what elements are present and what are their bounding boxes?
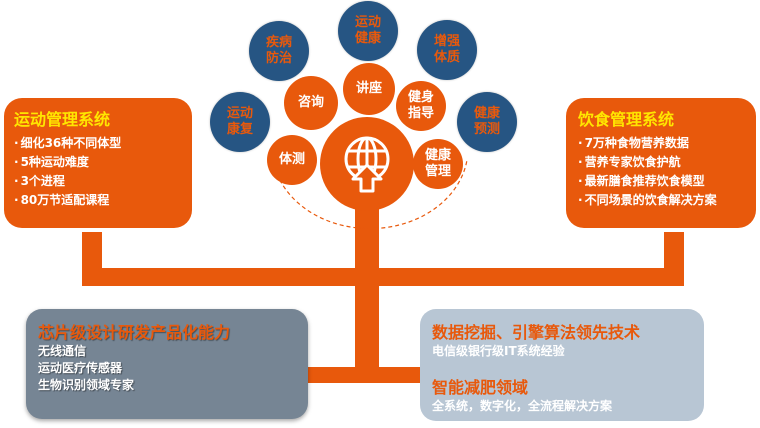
inner-circle-consulting: 咨询 (284, 76, 338, 130)
inner-circle-fitness-guidance: 健身指导 (396, 81, 446, 131)
outer-circle-health-prediction: 健康预测 (457, 92, 517, 152)
chip-design-line: 生物识别领域专家 (38, 378, 135, 392)
data-mining-title: 数据挖掘、引擎算法领先技术 (432, 323, 641, 342)
exercise-item: 80万节适配课程 (14, 191, 182, 210)
exercise-management-panel: 运动管理系统 细化36种不同体型 5种运动难度 3个进程 80万节适配课程 (4, 98, 192, 228)
bottom-branch (300, 367, 442, 383)
center-circle (320, 117, 414, 211)
trunk (355, 200, 379, 378)
right-connector (664, 232, 684, 286)
diet-item: 营养专家饮食护航 (578, 153, 744, 172)
left-connector (82, 232, 102, 286)
diet-item: 最新膳食推荐饮食模型 (578, 172, 744, 191)
smart-weightloss-title: 智能减肥领域 (432, 378, 529, 397)
chip-design-title: 芯片级设计研发产品化能力 (38, 323, 231, 342)
diet-management-panel: 饮食管理系统 7万种食物营养数据 营养专家饮食护航 最新膳食推荐饮食模型 不同场… (566, 98, 756, 228)
globe-upload-icon (344, 136, 390, 193)
data-mining-line: 电信级银行级IT系统经验 (432, 344, 565, 358)
outer-circle-sports-rehab: 运动康复 (210, 92, 270, 152)
diet-panel-title: 饮食管理系统 (578, 110, 675, 129)
exercise-item: 细化36种不同体型 (14, 134, 182, 153)
inner-circle-physical-test: 体测 (267, 135, 317, 185)
exercise-panel-title: 运动管理系统 (14, 110, 111, 129)
data-mining-box: 数据挖掘、引擎算法领先技术 电信级银行级IT系统经验 智能减肥领域 全系统，数字… (420, 309, 704, 421)
exercise-item: 3个进程 (14, 172, 182, 191)
chip-design-line: 无线通信 (38, 344, 87, 358)
diet-item: 7万种食物营养数据 (578, 134, 744, 153)
chip-design-box: 芯片级设计研发产品化能力 无线通信 运动医疗传感器 生物识别领域专家 (26, 309, 308, 419)
chip-design-line: 运动医疗传感器 (38, 361, 123, 375)
inner-circle-lecture: 讲座 (343, 63, 395, 115)
main-branch (82, 268, 684, 286)
outer-circle-disease-prevention: 疾病防治 (249, 21, 309, 81)
inner-circle-health-management: 健康管理 (413, 139, 463, 189)
outer-circle-sports-health: 运动健康 (338, 1, 398, 61)
smart-weightloss-line: 全系统，数字化，全流程解决方案 (432, 399, 613, 413)
exercise-item: 5种运动难度 (14, 153, 182, 172)
outer-circle-enhance-fitness: 增强体质 (417, 20, 477, 80)
diet-item: 不同场景的饮食解决方案 (578, 191, 744, 210)
